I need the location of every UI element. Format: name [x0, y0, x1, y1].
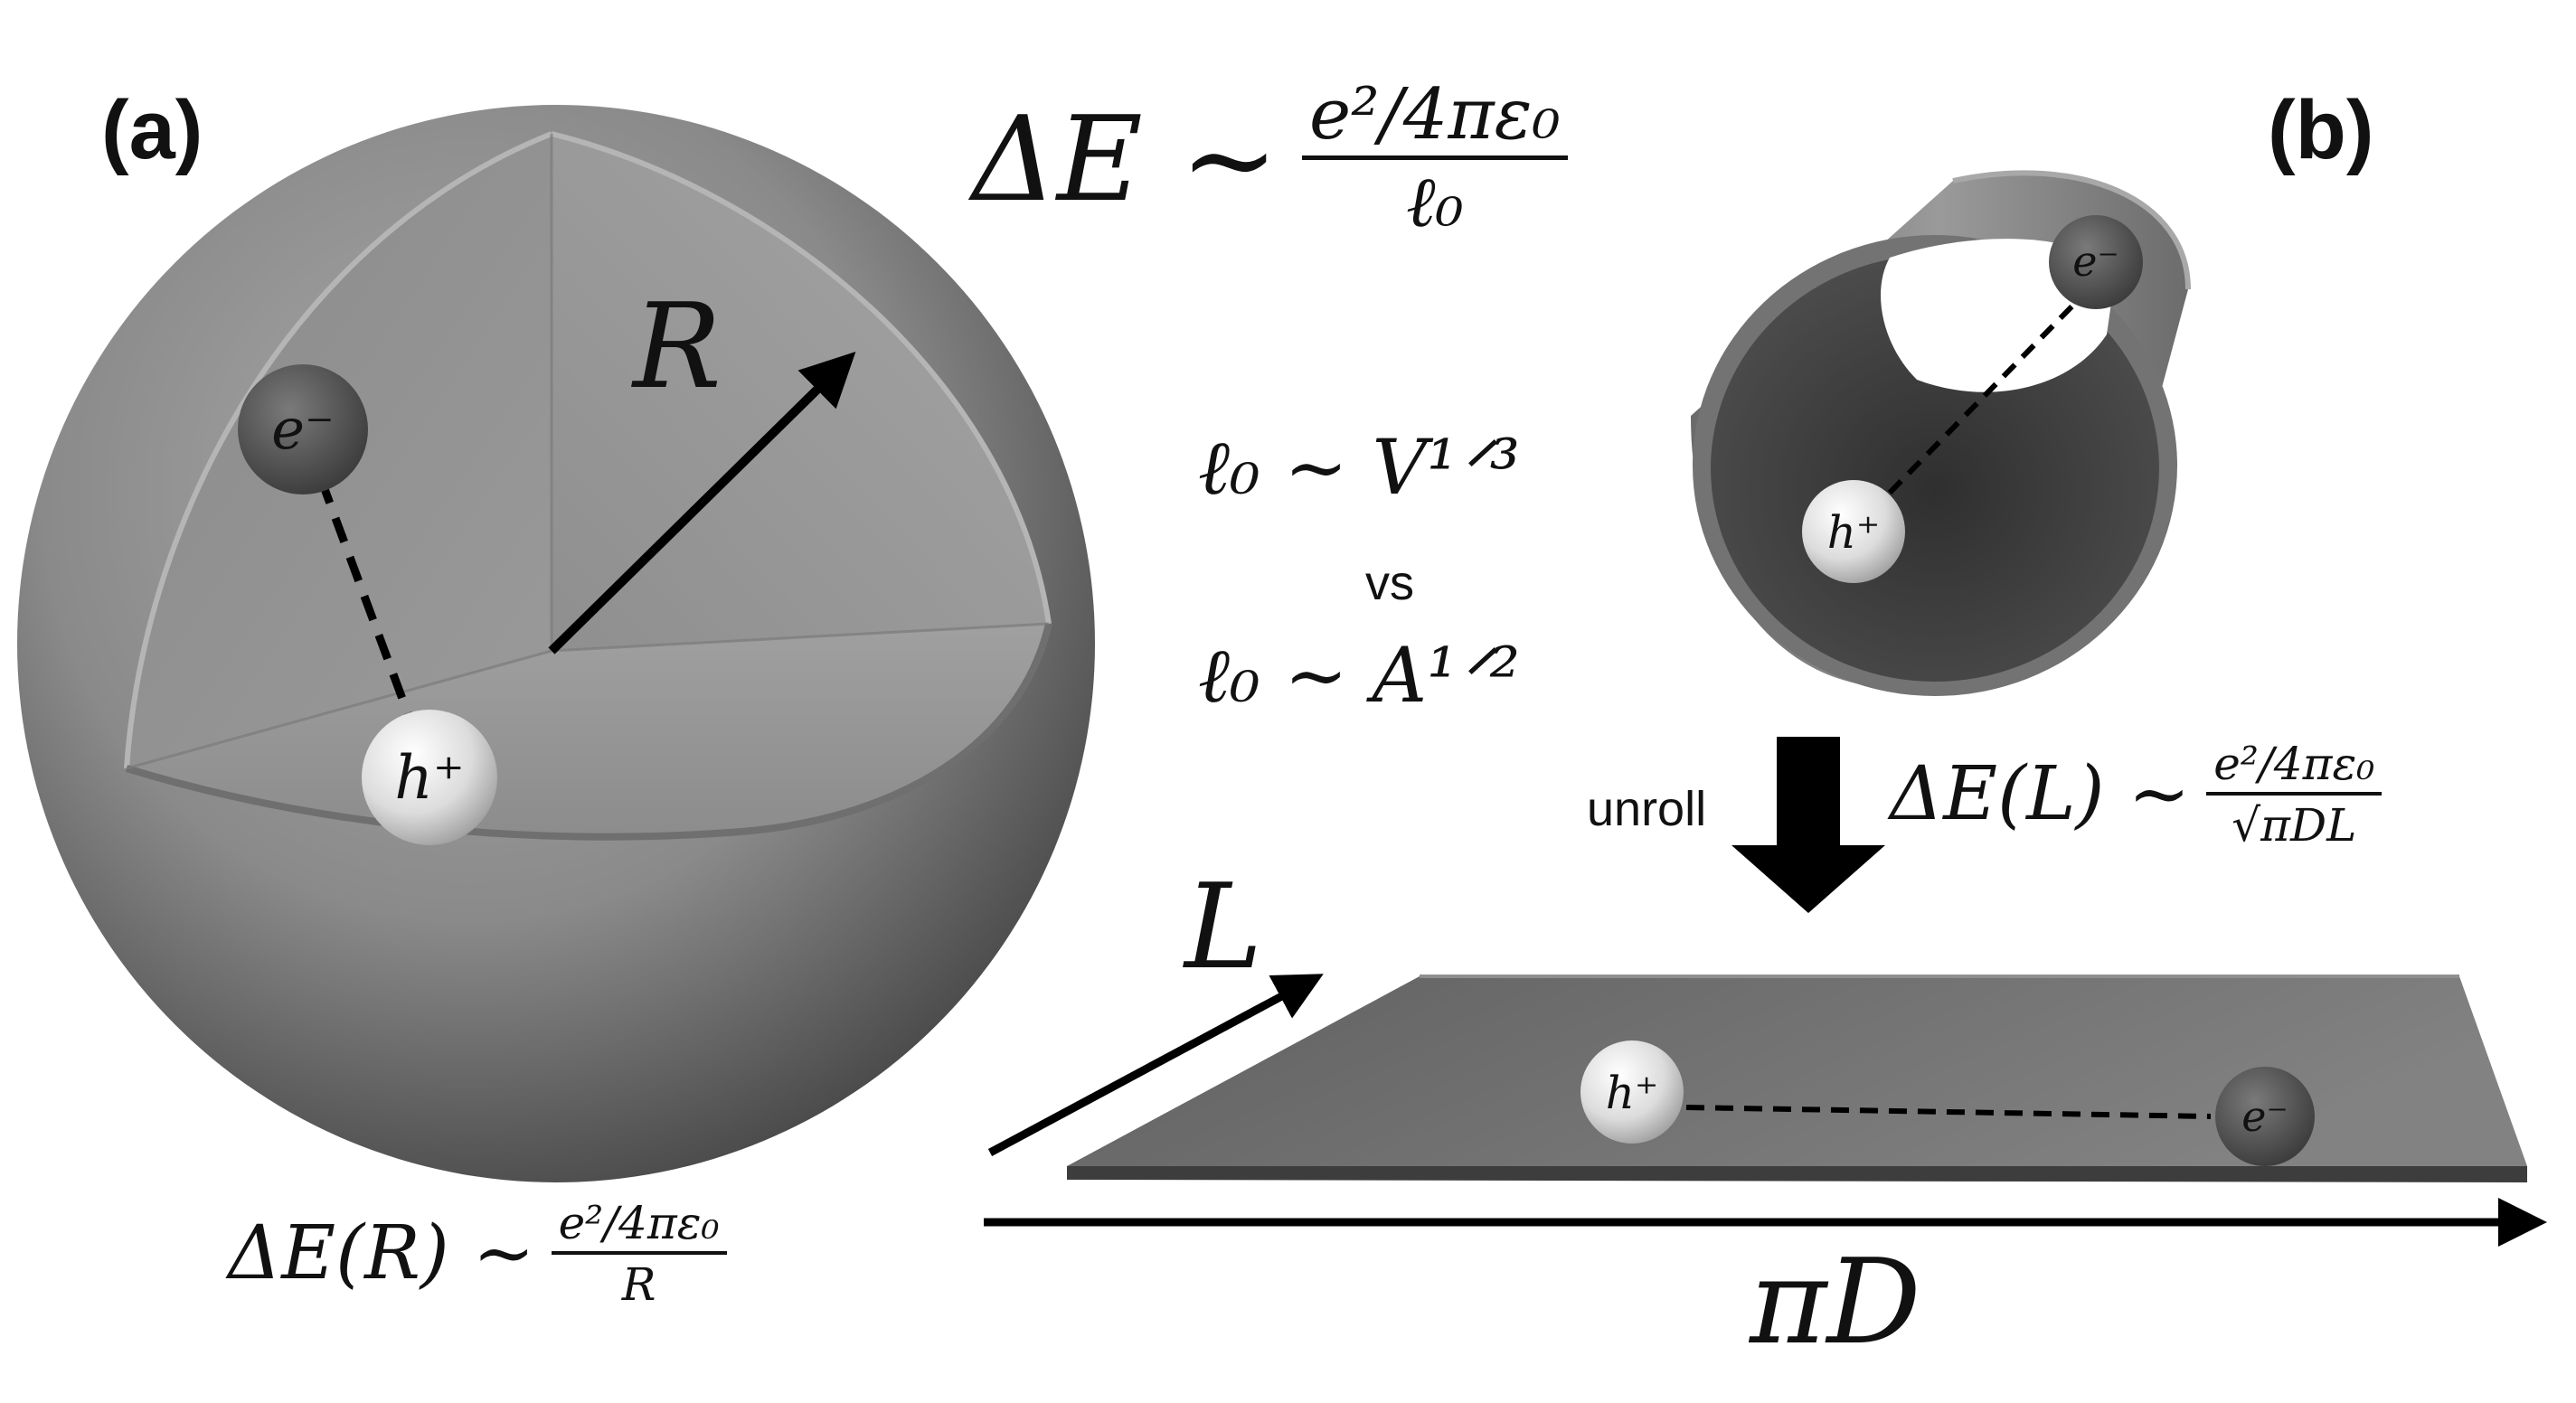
volume-scaling-equation: ℓ₀ ∼ V¹ᐟ³ [1198, 423, 1521, 512]
main-equation-lhs: ΔE ∼ [972, 89, 1279, 228]
unrolled-sheet [1067, 975, 2527, 1182]
tube-equation-denominator: √πDL [2232, 799, 2357, 852]
sphere-equation-lhs: ΔE(R) ∼ [228, 1210, 535, 1296]
unroll-label: unroll [1587, 782, 1707, 836]
tube-hole-label: h⁺ [1826, 506, 1881, 559]
sphere-bond-line [316, 477, 416, 725]
panel-label-b: (b) [2268, 84, 2374, 176]
sphere-equation-denominator: R [621, 1258, 656, 1311]
unroll-arrow [1731, 737, 1885, 913]
tube-energy-equation: ΔE(L) ∼ e²/4πε₀ √πDL [1890, 741, 2383, 852]
panel-label-a: (a) [101, 84, 203, 176]
sheet-bond-line [1685, 1105, 2212, 1119]
main-energy-equation: ΔE ∼ e²/4πε₀ ℓ₀ [972, 80, 1568, 238]
tube-electron-particle [2049, 215, 2143, 309]
sheet-electron-label: e⁻ [2241, 1092, 2288, 1141]
radius-arrow [548, 351, 856, 654]
main-equation-denominator: ℓ₀ [1406, 162, 1464, 243]
sphere-electron-label: e⁻ [271, 396, 335, 462]
sphere-hole-label: h⁺ [394, 743, 465, 813]
tube-electron-label: e⁻ [2072, 237, 2119, 286]
area-scaling-equation: ℓ₀ ∼ A¹ᐟ² [1198, 631, 1521, 720]
sphere-energy-equation: ΔE(R) ∼ e²/4πε₀ R [228, 1201, 727, 1307]
tube-equation-numerator: e²/4πε₀ [2206, 741, 2383, 796]
sphere-electron-particle [238, 364, 368, 494]
length-arrow [987, 974, 1324, 1156]
radius-label: R [633, 278, 722, 415]
sheet-hole-label: h⁺ [1605, 1067, 1659, 1119]
circumference-label: πD [1750, 1233, 1921, 1370]
tube-equation-lhs: ΔE(L) ∼ [1890, 751, 2191, 837]
vs-label: vs [1365, 556, 1414, 610]
sphere-hole-particle [362, 710, 497, 845]
length-label: L [1184, 858, 1263, 995]
tube-bond-line [1887, 287, 2091, 495]
sheet-electron-particle [2215, 1067, 2315, 1166]
nanotube [1691, 170, 2191, 696]
sphere-equation-numerator: e²/4πε₀ [551, 1201, 727, 1255]
tube-hole-particle [1802, 480, 1905, 583]
main-equation-numerator: e²/4πε₀ [1302, 80, 1568, 160]
sheet-hole-particle [1581, 1040, 1684, 1144]
